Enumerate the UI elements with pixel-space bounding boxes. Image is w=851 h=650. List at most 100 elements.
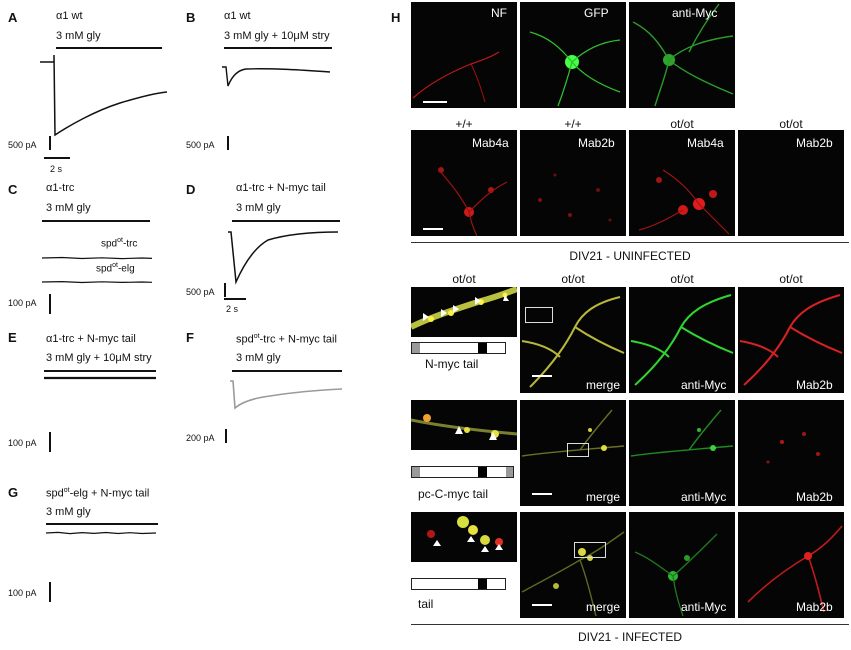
panel-b-scale-current: 500 pA [186,140,215,150]
scale-bar-mab4a [423,228,443,230]
panel-c-application-bar [42,220,150,222]
label-merge-tail: merge [586,600,621,614]
panel-label-f: F [186,330,194,345]
panel-f-scale-bar-vertical [225,429,227,443]
panel-label-a: A [8,10,18,25]
image-merge-pc-c-myc [520,400,626,506]
image-mab2b-pc-c-myc [738,400,844,506]
genotype-row2-col4: ot/ot [779,117,803,131]
panel-a-drug: 3 mM gly [56,30,101,42]
label-anti-myc-tail: anti-Myc [681,600,727,614]
panel-a-scale-bar-vertical [49,136,51,150]
image-anti-myc-tail [629,512,735,618]
label-anti-myc-n-myc: anti-Myc [681,378,727,392]
panel-g-scale-bar-vertical [49,582,51,602]
panel-c-current-traces [41,256,153,284]
panel-label-g: G [8,485,19,500]
panel-b-application-bar [224,47,332,49]
panel-c-scale-current: 100 pA [8,298,37,308]
zoom-box-pc-c-myc [567,443,589,457]
zoom-inset-tail [411,512,517,562]
image-anti-myc-row1 [629,2,735,108]
construct-diagram-tail [411,578,506,590]
panel-a-scale-bar-horizontal [44,157,70,159]
scale-bar-merge-pc-c-myc [532,493,552,495]
zoom-inset-pc-c-myc [411,400,517,450]
section-label-infected: DIV21 - INFECTED [577,630,682,644]
image-mab4a-wt [411,130,517,236]
panel-d-drug: 3 mM gly [236,202,281,214]
panel-label-d: D [186,182,196,197]
image-anti-myc-pc-c-myc [629,400,735,506]
panel-f-scale-current: 200 pA [186,433,215,443]
panel-a-scale-time: 2 s [50,164,63,174]
panel-b-scale-bar-vertical [227,136,229,150]
image-mab2b-ot [738,130,844,236]
panel-label-c: C [8,182,18,197]
panel-a-application-bar [56,47,162,49]
image-mab2b-wt [520,130,626,236]
label-gfp: GFP [584,6,609,20]
panel-d-scale-bar-vertical [224,283,226,297]
label-mab4a-wt: Mab4a [472,136,509,150]
panel-f-drug: 3 mM gly [236,352,281,364]
zoom-box-tail [574,542,606,558]
construct-diagram-pc-c-myc [411,466,514,478]
panel-b-current-trace [222,66,331,87]
scale-bar-merge-tail [532,604,552,606]
panel-c-construct: α1-trc [46,182,75,194]
label-mab4a-ot: Mab4a [687,136,724,150]
panel-d-construct: α1-trc + N-myc tail [236,182,326,194]
panel-f-construct: spdot-trc + N-myc tail [236,333,337,346]
scale-bar-nf [423,101,447,103]
label-merge-pc-c-myc: merge [586,490,621,504]
divider-uninfected [411,242,849,243]
panel-b-construct: α1 wt [224,10,251,22]
label-anti-myc-row1: anti-Myc [672,6,718,20]
construct-label-n-myc: N-myc tail [425,357,479,371]
genotype-row2-col3: ot/ot [670,117,694,131]
panel-d-current-trace [228,231,339,285]
genotype-row2-col1: +/+ [455,117,473,131]
image-merge-n-myc [520,287,626,393]
divider-infected [411,624,849,625]
panel-g-construct: spdot-elg + N-myc tail [46,487,150,500]
panel-d-application-bar [232,220,340,222]
panel-e-application-bar [44,370,156,372]
zoom-inset-n-myc [411,287,517,337]
genotype-infected-col4: ot/ot [779,272,803,286]
panel-f-application-bar [232,370,342,372]
construct-label-pc-c-myc: pc-C-myc tail [418,487,489,501]
label-nf: NF [491,6,507,20]
label-mab2b-n-myc: Mab2b [796,378,833,392]
genotype-infected-col2: ot/ot [561,272,585,286]
section-label-uninfected: DIV21 - UNINFECTED [569,249,691,263]
image-nf [411,2,517,108]
image-merge-tail [520,512,626,618]
panel-e-current-trace [44,376,156,380]
panel-a-construct: α1 wt [56,10,83,22]
panel-label-b: B [186,10,196,25]
image-mab2b-tail [738,512,844,618]
genotype-row2-col2: +/+ [564,117,582,131]
panel-e-scale-current: 100 pA [8,438,37,448]
panel-label-e: E [8,330,17,345]
construct-label-tail: tail [418,597,434,611]
panel-e-scale-bar-vertical [49,432,51,452]
label-anti-myc-pc-c-myc: anti-Myc [681,490,727,504]
panel-d-scale-time: 2 s [226,304,239,314]
panel-b-drug: 3 mM gly + 10μM stry [224,30,330,42]
panel-g-drug: 3 mM gly [46,506,91,518]
image-gfp [520,2,626,108]
zoom-box-n-myc [525,307,553,323]
panel-d-scale-bar-horizontal [224,298,246,300]
panel-e-construct: α1-trc + N-myc tail [46,333,136,345]
scale-bar-merge-n-myc [532,375,552,377]
panel-c-scale-bar-vertical [49,294,51,314]
panel-f-current-trace [230,380,343,410]
panel-label-h: H [391,10,401,25]
panel-d-scale-current: 500 pA [186,287,215,297]
panel-c-drug: 3 mM gly [46,202,91,214]
image-mab4a-ot [629,130,735,236]
genotype-infected-col1: ot/ot [452,272,476,286]
